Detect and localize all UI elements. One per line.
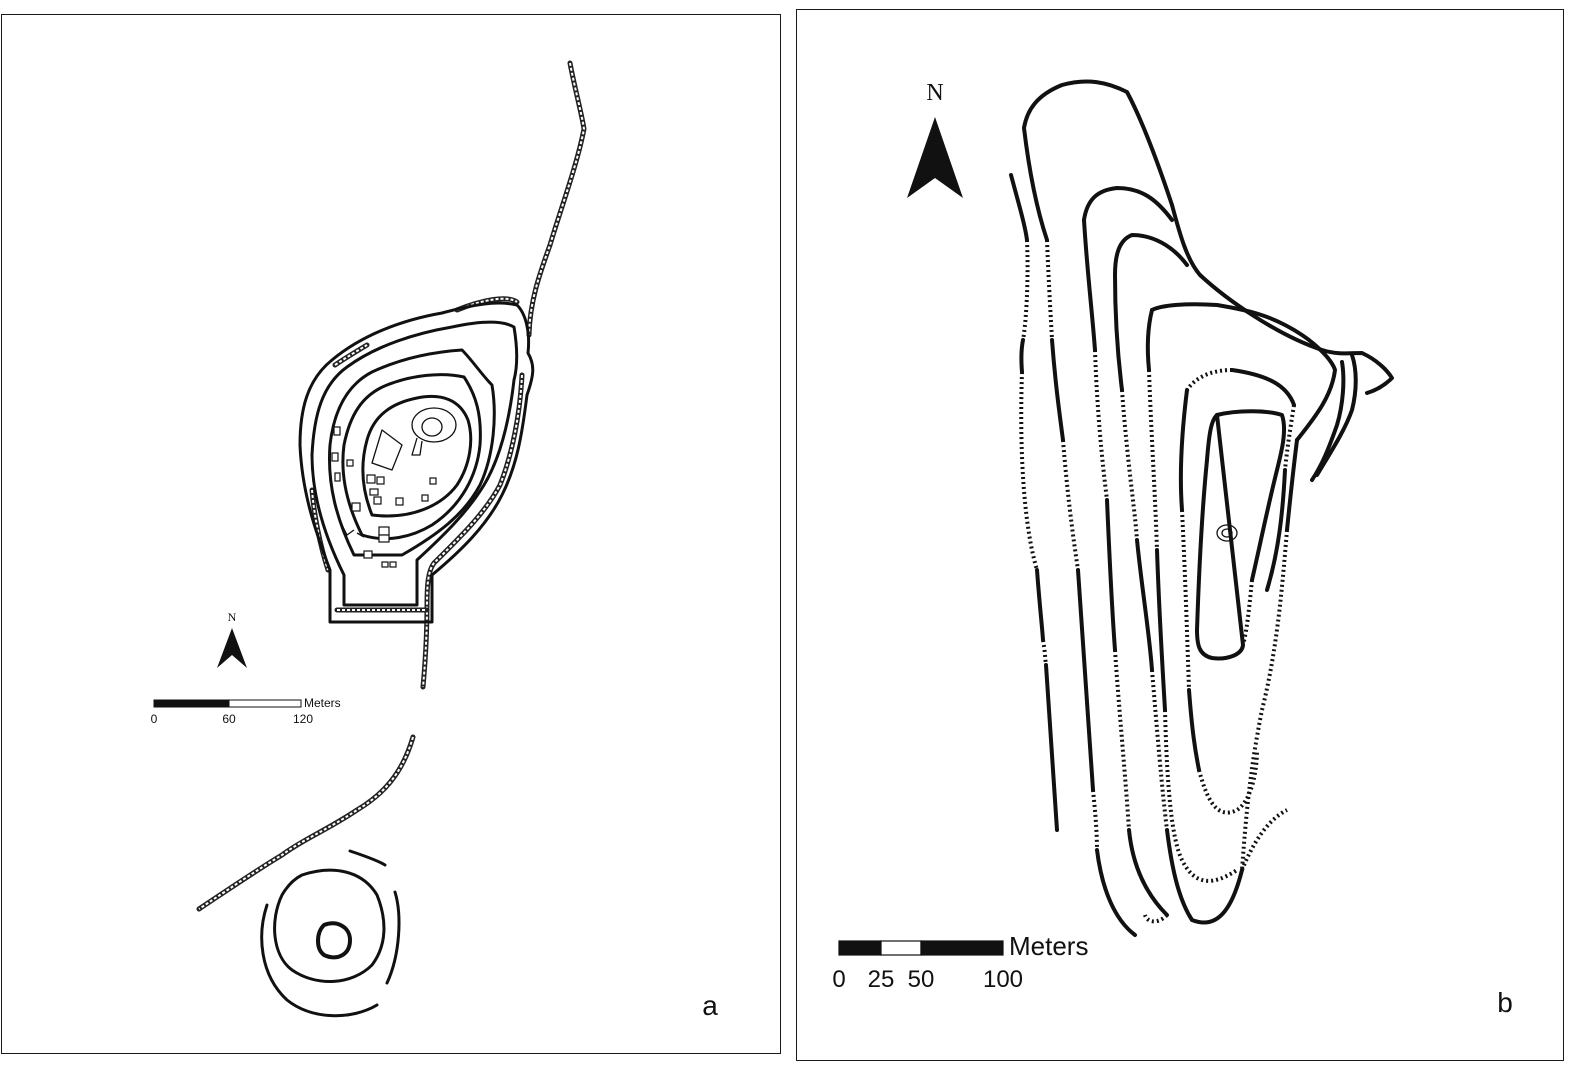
north-label-a: N: [228, 610, 237, 624]
map-b-drawing: N Meters 0 25 50 100 b: [832, 79, 1513, 1018]
contour-lines-a-south: [260, 849, 401, 1018]
scale-tick-b-1: 25: [868, 966, 895, 993]
contour-lines-b: [1009, 79, 1394, 937]
scale-tick-b-0: 0: [832, 966, 845, 993]
north-label-b: N: [926, 80, 943, 106]
summit-structures-a: [331, 407, 457, 568]
scale-tick-a-2: 120: [293, 712, 313, 726]
north-arrow-icon: [217, 628, 247, 668]
panel-label-b: b: [1497, 987, 1513, 1018]
summit-marker-b: [1216, 524, 1238, 542]
map-a-drawing: N Meters 0 60 120 a: [151, 60, 718, 1021]
scale-unit-a: Meters: [304, 696, 341, 710]
scale-tick-b-2: 50: [908, 966, 935, 993]
panel-label-a: a: [702, 990, 718, 1021]
north-arrow-b: N: [907, 80, 963, 198]
map-panel-b: N Meters 0 25 50 100 b: [796, 9, 1564, 1061]
scale-bar-b: Meters 0 25 50 100: [832, 931, 1088, 993]
scale-tick-a-0: 0: [151, 712, 158, 726]
road-a: [196, 60, 587, 912]
north-arrow-a: N: [217, 610, 247, 668]
contour-lines-a-north: [298, 301, 535, 624]
north-arrow-icon: [907, 117, 963, 198]
scale-bar-a: Meters 0 60 120: [151, 696, 341, 726]
scale-tick-b-3: 100: [983, 966, 1023, 993]
map-panel-a: N Meters 0 60 120 a: [1, 14, 781, 1054]
scale-unit-b: Meters: [1009, 931, 1088, 961]
scale-tick-a-1: 60: [222, 712, 236, 726]
